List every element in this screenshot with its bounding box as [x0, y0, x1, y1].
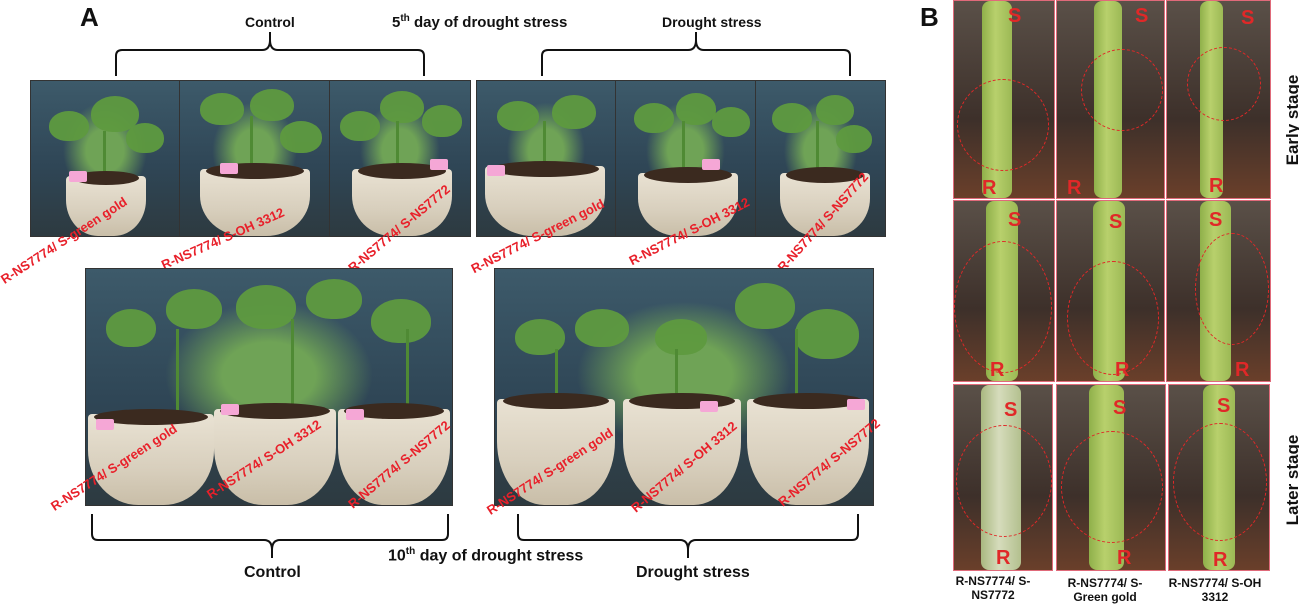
mid-stem-photo-1: S R: [953, 200, 1055, 382]
later-stage-label: Later stage: [1283, 434, 1299, 526]
top-drought-heading: Drought stress: [662, 14, 762, 30]
rootstock-mark: R: [1213, 549, 1228, 571]
rootstock-mark: R: [1115, 359, 1130, 381]
bottom-drought-heading: Drought stress: [636, 564, 750, 581]
caption-oh-3312: R-NS7774/ S-OH 3312: [1168, 576, 1262, 604]
scion-mark: S: [1113, 397, 1127, 419]
bottom-control-heading: Control: [244, 564, 301, 581]
scion-mark: S: [1209, 209, 1223, 231]
bottom-day-suffix: th: [405, 546, 416, 557]
rootstock-mark: R: [1067, 177, 1082, 199]
graft-union-circle: [1187, 47, 1261, 121]
bottom-drought-photo: [494, 268, 874, 506]
early-stem-photo-1: S R: [953, 0, 1055, 199]
scion-mark: S: [1004, 399, 1018, 421]
graft-union-circle: [954, 241, 1052, 373]
rootstock-mark: R: [1235, 359, 1250, 381]
rootstock-mark: R: [1117, 547, 1132, 569]
later-stem-photo-2: S R: [1056, 384, 1166, 571]
top-control-photo-3: [329, 80, 471, 237]
bottom-control-photo: [85, 268, 453, 506]
rootstock-mark: R: [996, 547, 1011, 569]
top-control-bracket: [115, 32, 425, 76]
top-drought-photo-3: [755, 80, 886, 237]
top-control-photo-2: [179, 80, 330, 237]
top-day-heading: 5th day of drought stress: [392, 13, 567, 31]
early-stem-photo-2: S R: [1056, 0, 1165, 199]
mid-stem-photo-2: S R: [1056, 200, 1165, 382]
top-drought-photo-2: [615, 80, 756, 237]
bottom-day-number: 10: [388, 547, 406, 565]
top-day-text: day of drought stress: [413, 14, 568, 31]
later-stem-photo-1: S R: [953, 384, 1053, 571]
scion-mark: S: [1008, 5, 1022, 27]
early-stage-label: Early stage: [1283, 74, 1299, 166]
scion-mark: S: [1135, 5, 1149, 27]
bottom-day-text: day of drought stress: [419, 547, 584, 565]
rootstock-mark: R: [982, 177, 997, 199]
panel-b-letter: B: [920, 2, 939, 32]
bottom-drought-bracket: [517, 514, 859, 558]
top-day-suffix: th: [400, 13, 410, 24]
top-day-number: 5: [392, 14, 401, 31]
top-drought-photo-1: [476, 80, 616, 237]
bottom-day-heading: 10th day of drought stress: [388, 546, 583, 565]
graft-union-circle: [957, 79, 1049, 171]
caption-green-gold: R-NS7774/ S-Green gold: [1067, 576, 1143, 604]
graft-union-circle: [956, 425, 1052, 537]
graft-union-circle: [1061, 431, 1163, 543]
graft-union-circle: [1195, 233, 1269, 345]
mid-stem-photo-3: S R: [1166, 200, 1271, 382]
caption-ns7772: R-NS7774/ S-NS7772: [955, 574, 1031, 602]
scion-mark: S: [1008, 209, 1022, 231]
early-stem-photo-3: S R: [1166, 0, 1271, 199]
scion-mark: S: [1217, 395, 1231, 417]
top-control-heading: Control: [245, 14, 295, 30]
scion-mark: S: [1109, 211, 1123, 233]
rootstock-mark: R: [990, 359, 1005, 381]
rootstock-mark: R: [1209, 175, 1224, 197]
graft-union-circle: [1173, 423, 1267, 541]
graft-union-circle: [1081, 49, 1163, 131]
top-control-photo-1: [30, 80, 180, 237]
later-stem-photo-3: S R: [1168, 384, 1270, 571]
bottom-control-bracket: [91, 514, 449, 558]
scion-mark: S: [1241, 7, 1255, 29]
graft-union-circle: [1067, 261, 1159, 375]
panel-a-letter: A: [80, 2, 99, 32]
top-drought-bracket: [541, 32, 851, 76]
